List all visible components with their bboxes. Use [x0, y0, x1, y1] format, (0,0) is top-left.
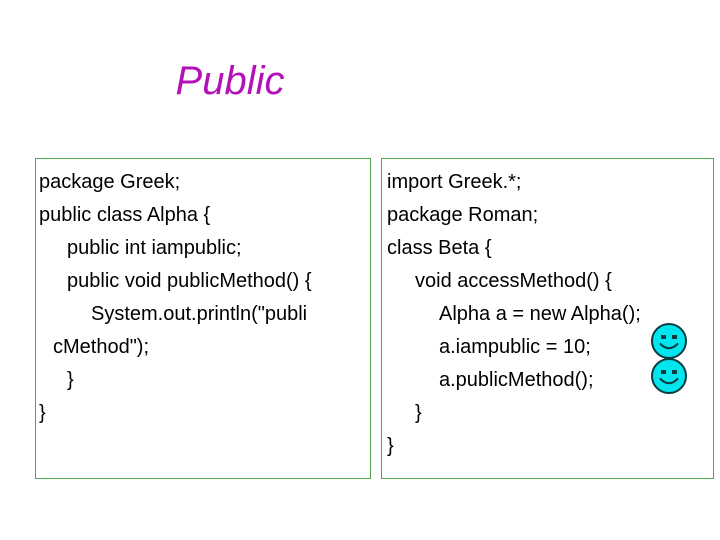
code-line: void accessMethod() { — [415, 270, 612, 292]
code-line: public int iampublic; — [67, 237, 242, 259]
code-line: } — [387, 435, 394, 457]
code-line: a.iampublic = 10; — [439, 336, 591, 358]
code-line: } — [415, 402, 422, 424]
page-title: Public — [175, 59, 285, 103]
smiley-face-icon — [650, 322, 688, 360]
code-line: public void publicMethod() { — [67, 270, 312, 292]
code-line: class Beta { — [387, 237, 492, 259]
code-line: a.publicMethod(); — [439, 369, 594, 391]
code-line-wrapped: cMethod"); — [53, 336, 150, 358]
code-box-alpha: package Greek; public class Alpha { publ… — [35, 158, 371, 479]
code-line: import Greek.*; — [387, 171, 522, 193]
code-line: package Roman; — [387, 204, 539, 226]
code-line: } — [67, 369, 74, 391]
code-line: } — [39, 402, 46, 424]
code-line: Alpha a = new Alpha(); — [439, 303, 641, 325]
code-line: package Greek; — [39, 171, 181, 193]
code-line: public class Alpha { — [39, 204, 211, 226]
smiley-face-icon — [650, 357, 688, 395]
code-line: System.out.println("publi — [91, 303, 308, 325]
code-box-beta: import Greek.*; package Roman; class Bet… — [381, 158, 714, 479]
